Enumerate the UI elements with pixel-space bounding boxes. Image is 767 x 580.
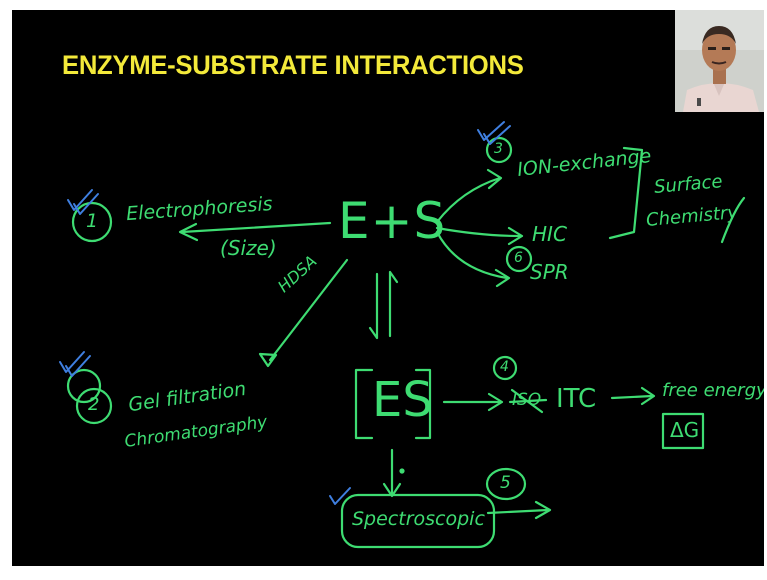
label-spectroscopic: Spectroscopic bbox=[352, 508, 485, 530]
equilibrium-arrows bbox=[368, 272, 379, 340]
es-right-bracket bbox=[414, 368, 432, 440]
handwritten-annotations bbox=[59, 121, 746, 549]
slide-title: ENZYME-SUBSTRATE INTERACTIONS bbox=[62, 50, 524, 80]
label-number-1: 1 bbox=[86, 210, 99, 232]
presenter-webcam bbox=[675, 10, 764, 112]
circle-6 bbox=[505, 245, 533, 273]
arrow-to-free-energy bbox=[610, 394, 654, 400]
delta-g-box bbox=[661, 412, 705, 450]
label-number-2: 2 bbox=[88, 394, 100, 415]
lecture-slide: ENZYME-SUBSTRATE INTERACTIONS bbox=[12, 10, 764, 566]
check-mark-electrophoresis bbox=[67, 189, 93, 211]
label-number-5: 5 bbox=[500, 473, 511, 493]
surface-bracket bbox=[608, 146, 644, 240]
check-mark-spectroscopic bbox=[329, 487, 351, 505]
label-itc: ITC bbox=[556, 384, 597, 414]
check-mark-ion-exchange bbox=[477, 121, 505, 141]
circle-4 bbox=[492, 355, 518, 381]
label-number-4: 4 bbox=[500, 359, 509, 375]
arrow-to-gel-filtration bbox=[268, 258, 349, 362]
circle-2b bbox=[75, 387, 113, 425]
label-number-6: 6 bbox=[514, 250, 523, 266]
check-mark-gel-filtration bbox=[59, 351, 85, 373]
spectroscopic-box bbox=[340, 493, 496, 549]
circle-5 bbox=[485, 467, 527, 501]
label-number-3: 3 bbox=[494, 141, 503, 157]
label-free-energy: free energy bbox=[662, 380, 764, 401]
label-spr: SPR bbox=[530, 260, 569, 284]
arrow-to-electrophoresis bbox=[180, 221, 332, 234]
arrow-from-spectroscopic bbox=[486, 508, 550, 515]
label-hic: HIC bbox=[532, 222, 567, 246]
circle-1 bbox=[71, 201, 113, 243]
label-size: (Size) bbox=[220, 236, 277, 260]
label-struck-iso: ISO bbox=[512, 390, 542, 410]
circle-3 bbox=[485, 136, 513, 164]
es-left-bracket bbox=[354, 368, 374, 440]
presenter-video-frame bbox=[675, 10, 764, 112]
arrow-to-ion-exchange bbox=[435, 176, 502, 224]
label-e-plus-s: E+S bbox=[338, 192, 447, 250]
arrow-to-hic bbox=[435, 226, 522, 238]
label-es: ES bbox=[372, 372, 433, 428]
arrow-to-spr bbox=[435, 230, 509, 280]
label-delta-g: ΔG bbox=[670, 418, 700, 442]
circle-2a bbox=[66, 368, 102, 404]
